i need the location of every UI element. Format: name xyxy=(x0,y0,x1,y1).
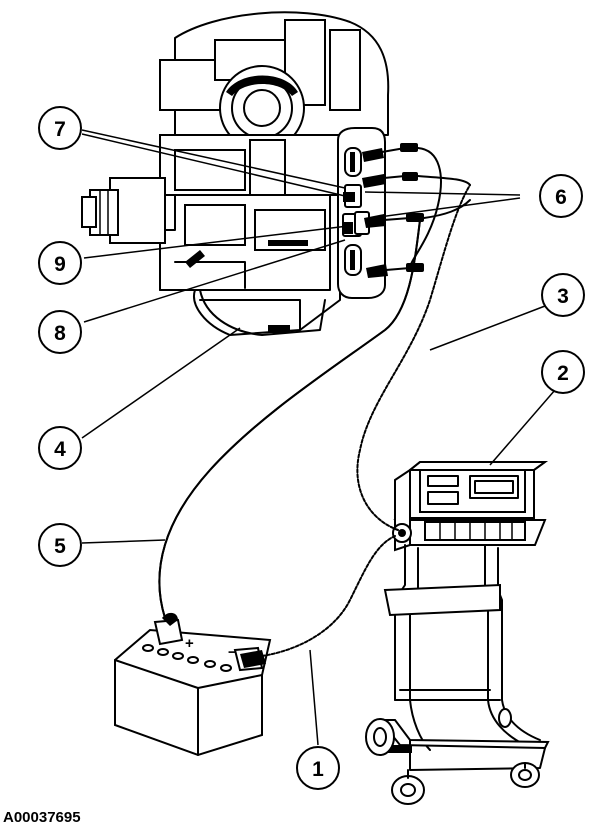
svg-text:6: 6 xyxy=(555,186,567,209)
cables xyxy=(158,147,471,657)
battery-minus-mark: − xyxy=(228,644,237,661)
callout-2: 2 xyxy=(541,350,585,394)
battery-plus-mark: + xyxy=(185,635,194,652)
leader-lines xyxy=(81,129,556,746)
callout-7: 7 xyxy=(38,106,82,150)
figure-code: A00037695 xyxy=(3,809,81,826)
callout-5: 5 xyxy=(38,523,82,567)
callout-8: 8 xyxy=(38,310,82,354)
svg-text:8: 8 xyxy=(54,322,66,345)
svg-text:4: 4 xyxy=(54,438,66,461)
svg-text:9: 9 xyxy=(54,253,66,276)
battery: + − xyxy=(114,612,272,757)
svg-text:3: 3 xyxy=(557,285,569,308)
battery-tester xyxy=(365,461,550,805)
callout-9: 9 xyxy=(38,241,82,285)
connector-panel xyxy=(337,127,424,299)
callout-6: 6 xyxy=(539,174,583,218)
svg-text:1: 1 xyxy=(312,758,324,781)
callout-1: 1 xyxy=(296,746,340,790)
alternator-assembly xyxy=(81,11,390,336)
svg-text:5: 5 xyxy=(54,535,66,558)
callout-4: 4 xyxy=(38,426,82,470)
svg-text:2: 2 xyxy=(557,362,569,385)
callout-3: 3 xyxy=(541,273,585,317)
svg-text:7: 7 xyxy=(54,118,66,141)
